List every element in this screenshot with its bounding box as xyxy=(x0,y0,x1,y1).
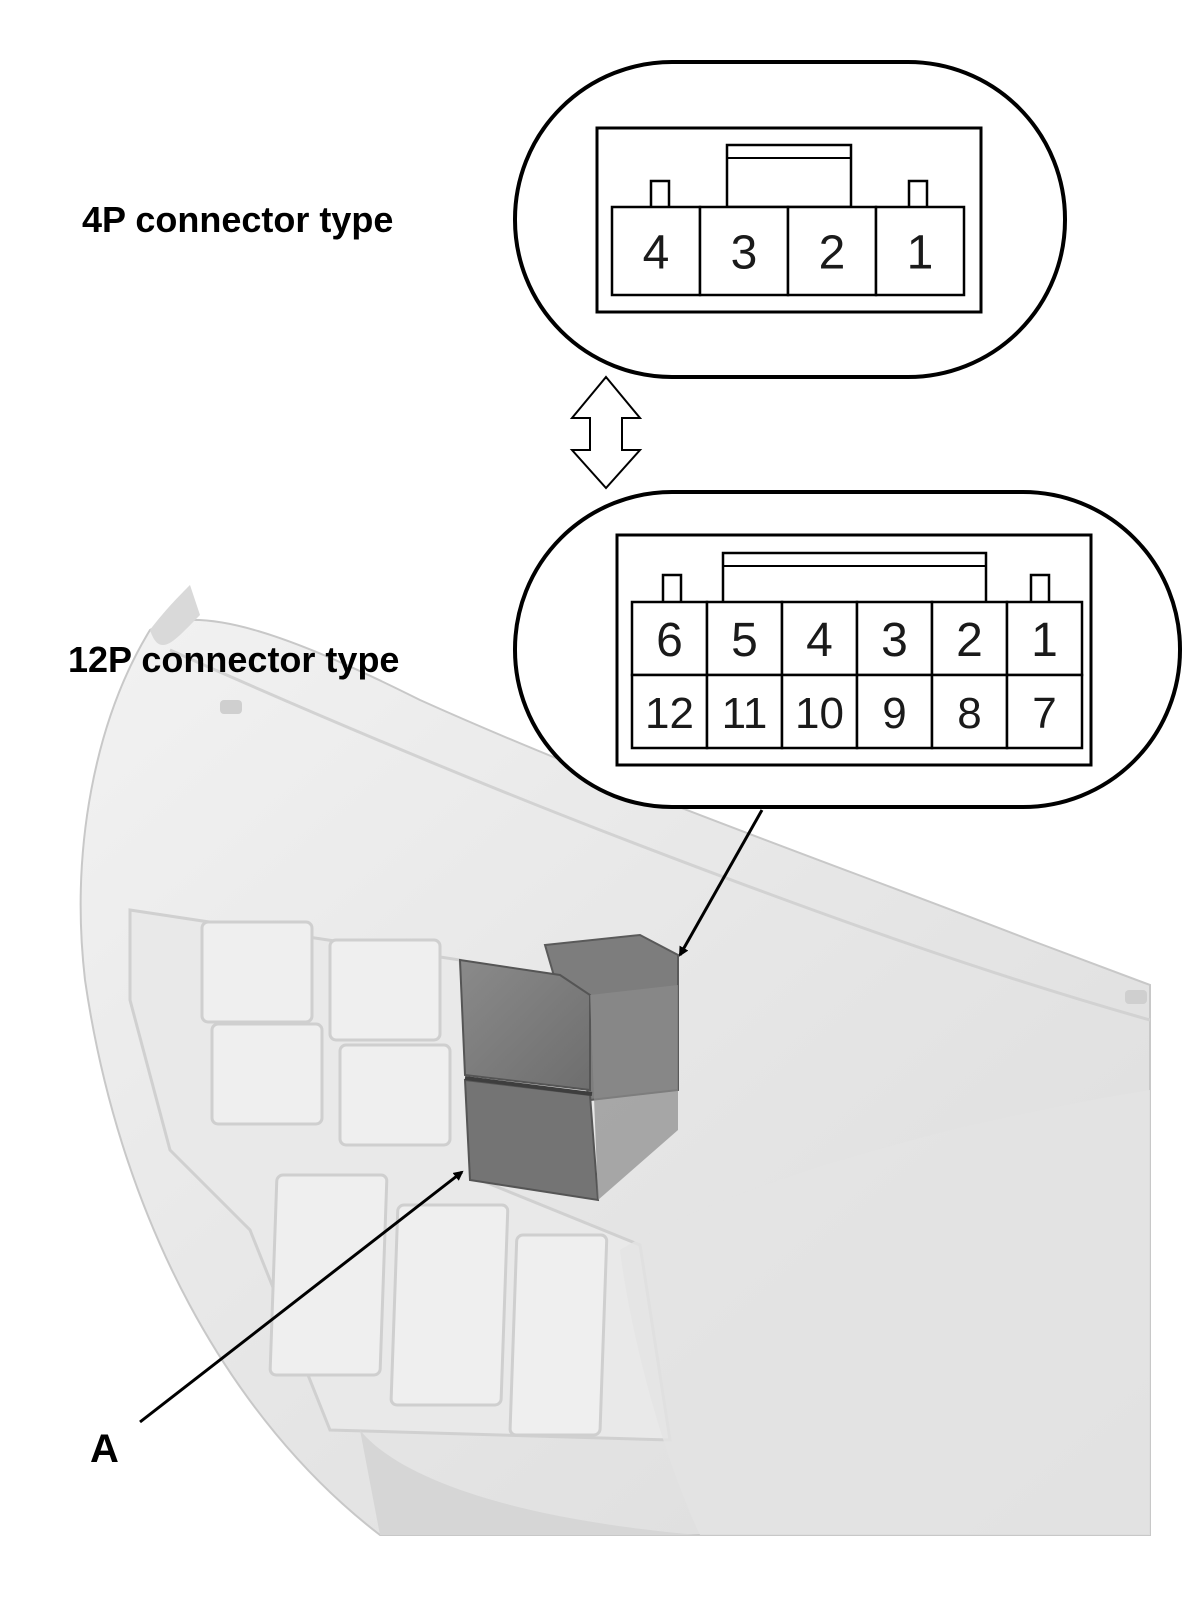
pin-cavity xyxy=(630,600,709,677)
pin-row-4p: 4 3 2 1 xyxy=(610,205,966,297)
pin-cavity xyxy=(1005,673,1084,750)
leader-arrow-callout-a xyxy=(139,1170,464,1424)
dashboard-panel xyxy=(79,585,1151,1536)
pin-cavity xyxy=(630,673,709,750)
pin-number: 6 xyxy=(656,614,683,667)
switch-module xyxy=(458,933,679,1202)
pin-number: 12 xyxy=(645,689,694,738)
pin-cavity xyxy=(855,673,934,750)
pin-cavity xyxy=(705,600,784,677)
pin-number: 2 xyxy=(956,614,983,667)
pin-cavity xyxy=(874,205,966,297)
pin-cavity xyxy=(1005,600,1084,677)
pin-number: 3 xyxy=(731,227,758,280)
pin-cavity xyxy=(705,673,784,750)
pin-cavity xyxy=(930,673,1009,750)
pin-number: 7 xyxy=(1032,689,1056,738)
pin-number: 9 xyxy=(882,689,906,738)
pin-number: 4 xyxy=(643,227,670,280)
pin-number: 1 xyxy=(1031,614,1058,667)
pin-number: 8 xyxy=(957,689,981,738)
pin-number: 4 xyxy=(806,614,833,667)
pin-number: 5 xyxy=(731,614,758,667)
pin-number: 3 xyxy=(881,614,908,667)
callout-label-a: A xyxy=(90,1427,119,1471)
pin-cavity xyxy=(610,205,702,297)
pin-cavity xyxy=(698,205,790,297)
connector-4p-callout: 4 3 2 1 xyxy=(513,60,1067,379)
pin-cavity xyxy=(780,600,859,677)
pin-number: 1 xyxy=(907,227,934,280)
pin-number: 11 xyxy=(722,689,768,738)
leader-arrow-to-switch xyxy=(678,809,764,957)
connector-4p-label: 4P connector type xyxy=(82,199,393,240)
pin-cavity xyxy=(780,673,859,750)
pin-cavity xyxy=(786,205,878,297)
interchange-arrow-icon xyxy=(569,375,643,490)
pin-number: 2 xyxy=(819,227,846,280)
connector-12p-label: 12P connector type xyxy=(68,639,399,680)
pin-number: 10 xyxy=(795,689,844,738)
